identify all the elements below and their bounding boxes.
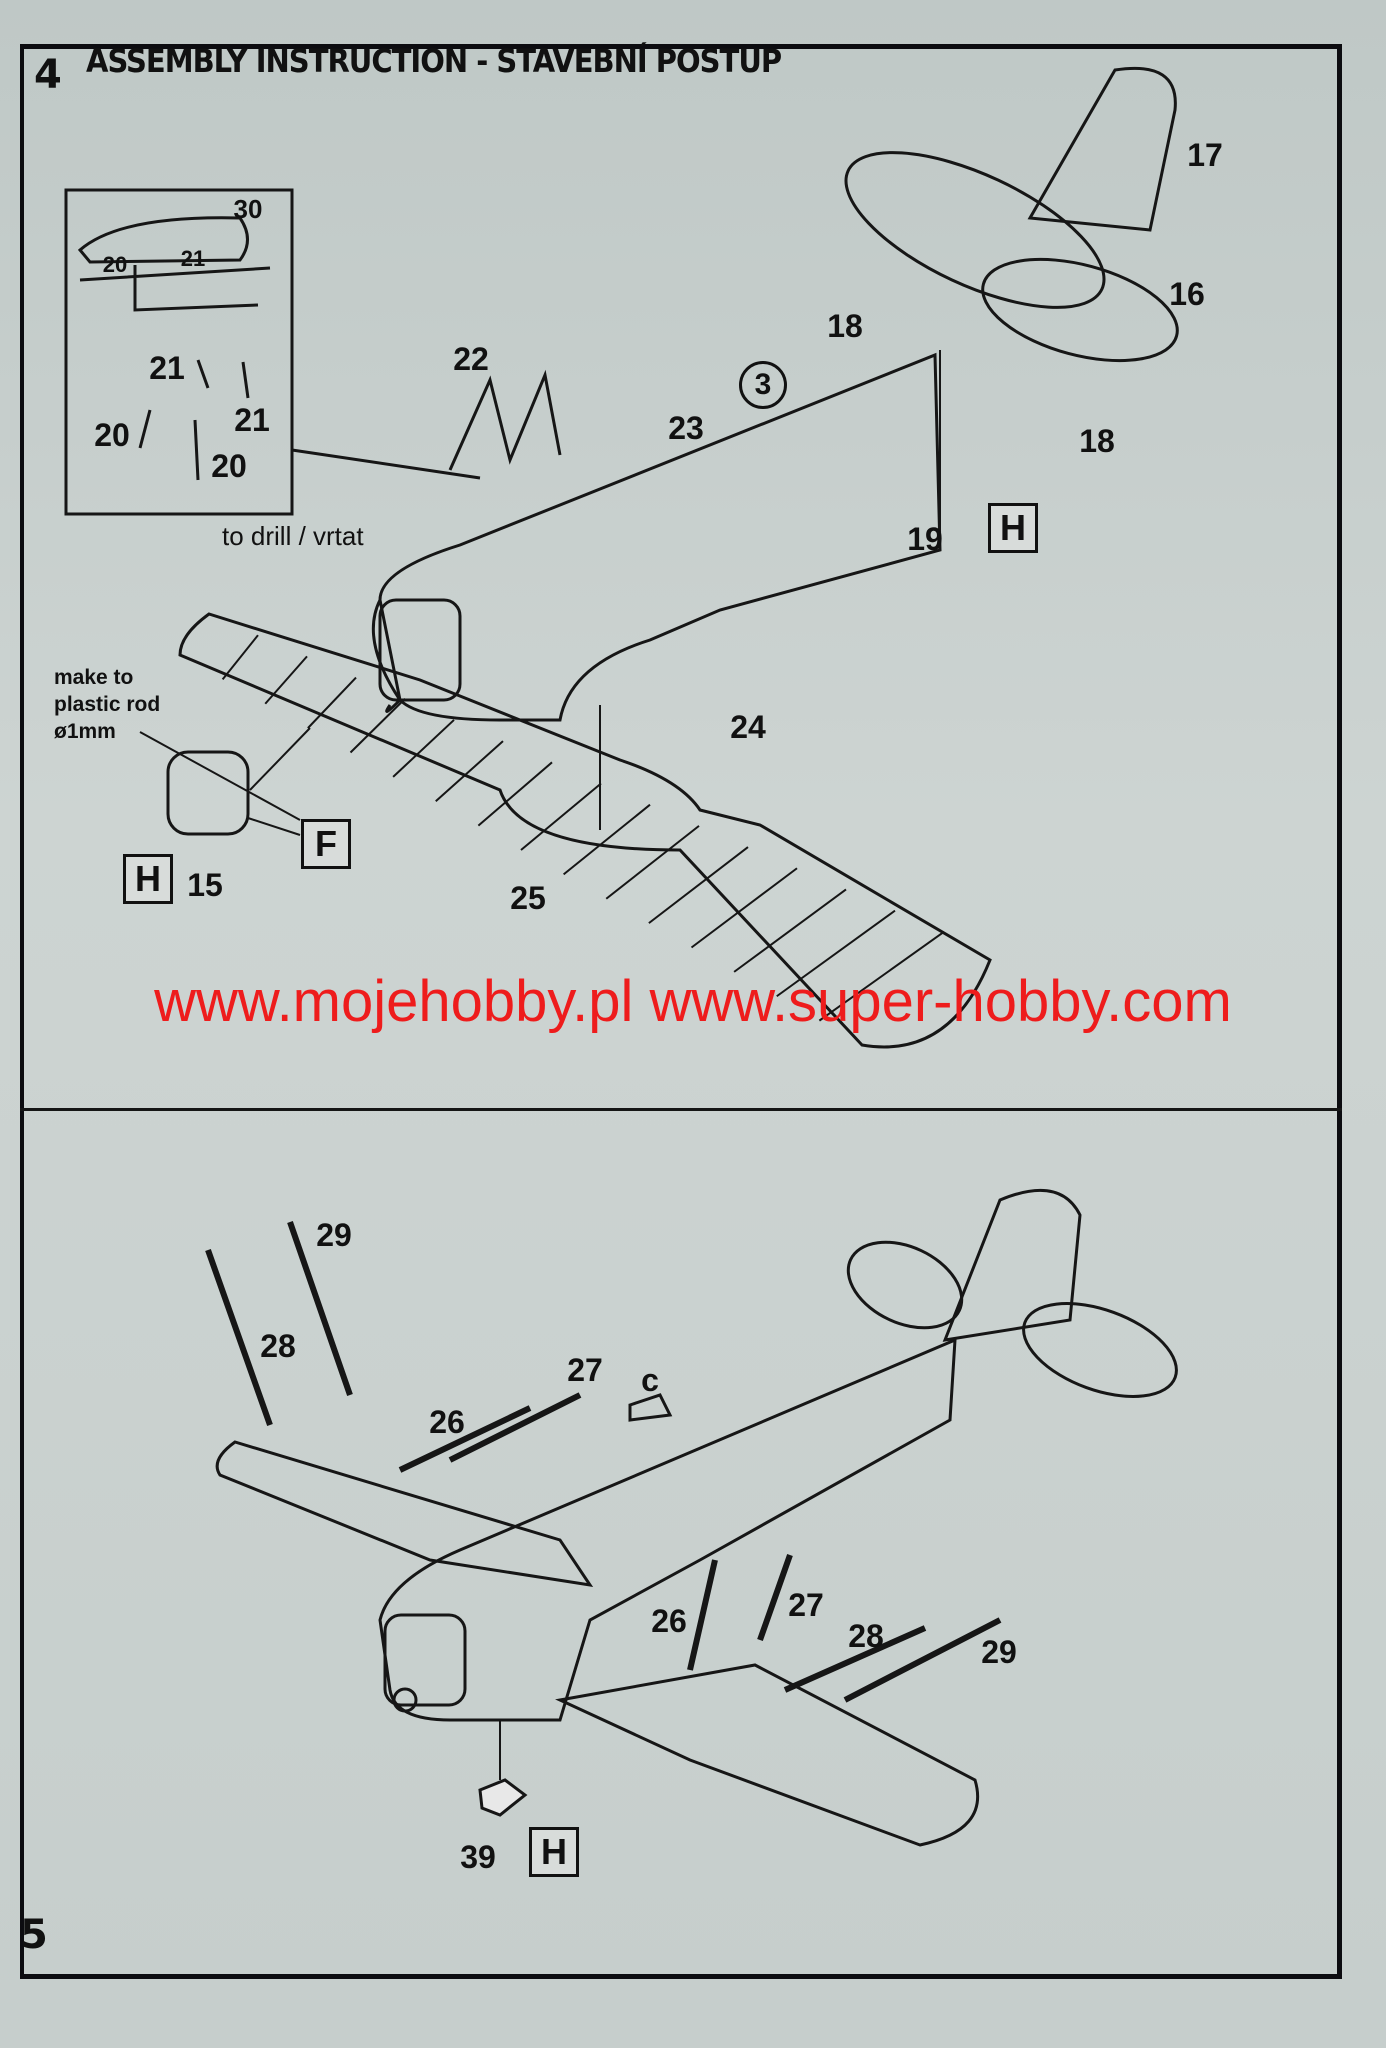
sprue-box-f: F bbox=[301, 819, 351, 869]
detail-inset bbox=[64, 188, 294, 516]
wing-rib bbox=[562, 803, 651, 876]
inset-label-20: 20 bbox=[211, 448, 247, 484]
lower-upper-wing-right bbox=[555, 1663, 980, 1847]
part-label-39: 39 bbox=[460, 1839, 496, 1875]
rod-note: make to plastic rod ø1mm bbox=[54, 664, 160, 745]
upper-cowl bbox=[371, 599, 402, 713]
upper-fin bbox=[1027, 66, 1177, 232]
wing-rib bbox=[264, 655, 308, 705]
sprue-box-h: H bbox=[123, 854, 173, 904]
drill-note: to drill / vrtat bbox=[222, 521, 364, 551]
leaders bbox=[139, 727, 311, 836]
interplane-struts bbox=[205, 1221, 1002, 1703]
part-label-23: 23 bbox=[668, 410, 704, 446]
part-label-27: 27 bbox=[567, 1352, 603, 1388]
inset-leader bbox=[291, 448, 481, 480]
wing-rib bbox=[605, 825, 700, 900]
wing-rib bbox=[392, 719, 455, 778]
wing-rib bbox=[520, 782, 602, 851]
part-label-28: 28 bbox=[848, 1618, 884, 1654]
tailskid-part-39 bbox=[478, 1778, 528, 1817]
part-label-15: 15 bbox=[187, 867, 223, 903]
inset-label-21: 21 bbox=[180, 246, 206, 271]
cabane-strut-22 bbox=[448, 369, 562, 471]
upper-lower-wing bbox=[178, 612, 992, 1049]
page-number: 5 bbox=[20, 1912, 48, 1958]
part-label-26: 26 bbox=[651, 1603, 687, 1639]
sprue-box-h: H bbox=[988, 503, 1038, 553]
wheel-hub bbox=[392, 1687, 418, 1713]
lower-fin bbox=[942, 1188, 1082, 1342]
inset-seat bbox=[77, 216, 249, 264]
upper-tailplane bbox=[844, 151, 1106, 309]
wing-rib bbox=[776, 909, 896, 998]
inset-frame bbox=[79, 265, 271, 312]
page-title: ASSEMBLY INSTRUCTION - STAVEBNÍ POSTUP bbox=[86, 42, 782, 80]
wing-rib bbox=[818, 930, 945, 1022]
inset-label-30: 30 bbox=[233, 194, 263, 224]
watermark: www.mojehobby.pl www.super-hobby.com bbox=[154, 969, 1232, 1034]
step-divider bbox=[20, 1108, 1342, 1111]
subassembly-marker: 3 bbox=[739, 361, 787, 409]
inset-label-20: 20 bbox=[94, 417, 130, 453]
rod-note-line: make to bbox=[54, 666, 134, 689]
part-label-18: 18 bbox=[827, 308, 863, 344]
wing-rib bbox=[435, 740, 504, 802]
page-frame bbox=[20, 44, 1342, 1979]
part-label-27: 27 bbox=[788, 1587, 824, 1623]
wing-rib bbox=[477, 761, 553, 827]
lower-fuselage bbox=[378, 1337, 957, 1722]
upper-fuselage bbox=[378, 352, 942, 722]
arrow-lines bbox=[599, 350, 941, 830]
part-label-22: 22 bbox=[453, 341, 489, 377]
inset-label-21: 21 bbox=[234, 402, 270, 438]
radiator-part-15 bbox=[166, 750, 250, 836]
step-number: 4 bbox=[34, 52, 62, 98]
part-label-19: 19 bbox=[907, 521, 943, 557]
windscreen-c bbox=[628, 1393, 673, 1422]
part-label-29: 29 bbox=[316, 1217, 352, 1253]
lower-cowl bbox=[383, 1613, 467, 1707]
lower-upper-wing-left bbox=[215, 1440, 594, 1588]
wing-rib bbox=[349, 698, 406, 754]
wing-rib bbox=[221, 634, 259, 680]
wing-rib bbox=[307, 676, 357, 729]
wing-ribs bbox=[221, 634, 945, 1022]
upper-elevator bbox=[981, 257, 1179, 363]
rod-note-line: ø1mm bbox=[54, 720, 116, 743]
rod-note-line: plastic rod bbox=[54, 693, 161, 716]
part-label-29: 29 bbox=[981, 1634, 1017, 1670]
part-label-c: c bbox=[641, 1362, 659, 1398]
part-label-18: 18 bbox=[1079, 423, 1115, 459]
part-label-28: 28 bbox=[260, 1328, 296, 1364]
part-label-16: 16 bbox=[1169, 276, 1205, 312]
part-label-24: 24 bbox=[730, 709, 766, 745]
inset-label-21: 21 bbox=[149, 350, 185, 386]
wing-rib bbox=[648, 846, 749, 924]
part-label-26: 26 bbox=[429, 1404, 465, 1440]
lower-tailplane-right bbox=[1022, 1302, 1178, 1398]
wing-rib bbox=[690, 867, 798, 949]
inset-label-20: 20 bbox=[102, 252, 128, 277]
wing-rib bbox=[733, 888, 847, 973]
inset-struts bbox=[138, 359, 250, 481]
part-label-25: 25 bbox=[510, 880, 546, 916]
upper-cowl-opening bbox=[378, 598, 462, 702]
lower-tailplane-left bbox=[846, 1240, 964, 1330]
sprue-box-h: H bbox=[529, 1827, 579, 1877]
part-label-17: 17 bbox=[1187, 137, 1223, 173]
